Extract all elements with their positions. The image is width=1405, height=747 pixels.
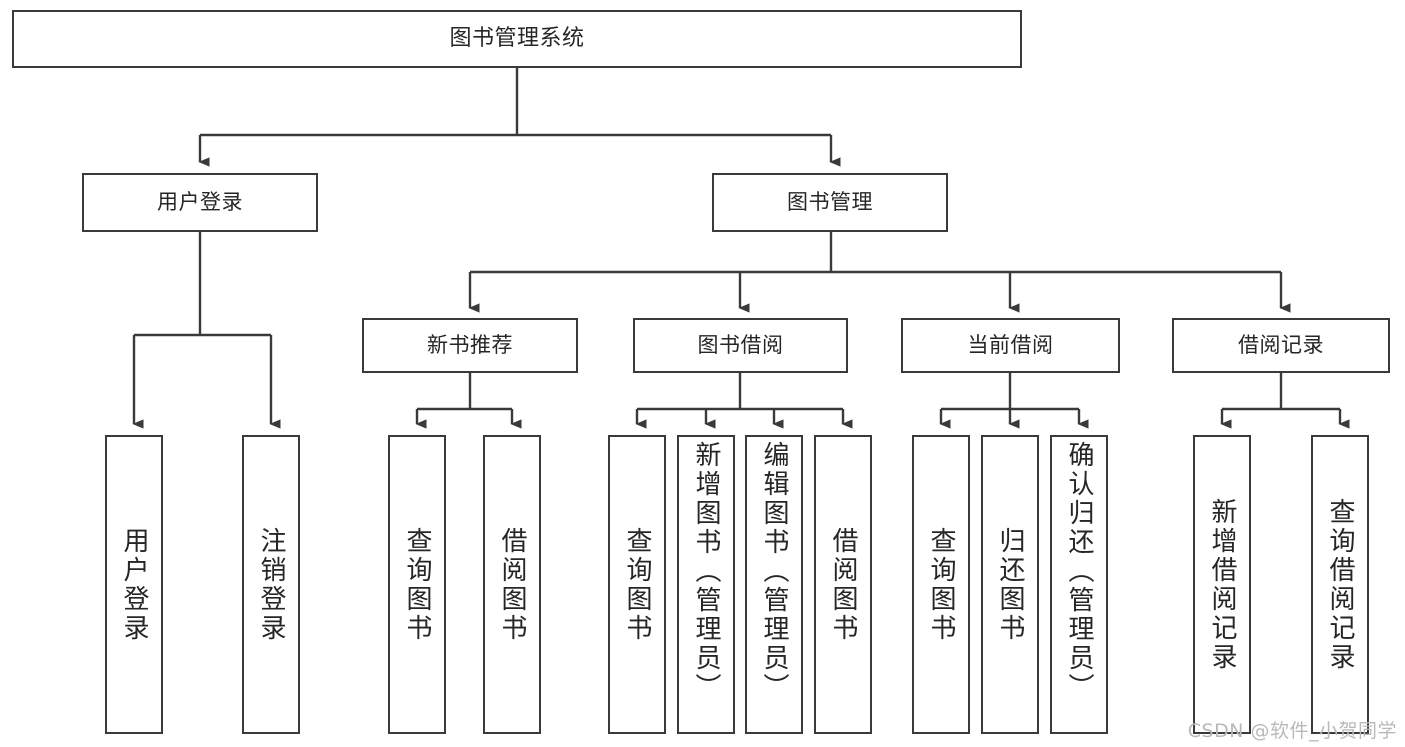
node-leaf-rec-borrow-book[interactable]: 借阅图书 [483,435,541,734]
node-leaf-rec-query-record[interactable]: 查询借阅记录 [1311,435,1369,734]
node-leaf-borrow-borrow-book-label: 借阅图书 [828,526,858,643]
node-root[interactable]: 图书管理系统 [12,10,1022,68]
node-book-manage[interactable]: 图书管理 [712,173,948,232]
node-leaf-cur-query-book-label: 查询图书 [926,526,956,643]
node-new-book-rec-label: 新书推荐 [427,333,513,358]
node-leaf-user-login-label: 用户登录 [119,526,149,643]
node-leaf-borrow-edit-book[interactable]: 编辑图书（管理员） [745,435,803,734]
node-book-manage-label: 图书管理 [787,190,873,215]
node-leaf-borrow-edit-book-label: 编辑图书（管理员） [759,441,789,702]
node-leaf-borrow-query-book-label: 查询图书 [622,526,652,643]
node-leaf-cur-query-book[interactable]: 查询图书 [912,435,970,734]
node-leaf-user-logout[interactable]: 注销登录 [242,435,300,734]
node-book-borrow[interactable]: 图书借阅 [633,318,848,373]
node-leaf-rec-query-record-label: 查询借阅记录 [1325,497,1355,672]
node-leaf-user-logout-label: 注销登录 [256,526,286,643]
node-leaf-user-login[interactable]: 用户登录 [105,435,163,734]
node-leaf-rec-add-record-label: 新增借阅记录 [1207,497,1237,672]
node-leaf-rec-add-record[interactable]: 新增借阅记录 [1193,435,1251,734]
node-borrow-record-label: 借阅记录 [1238,333,1324,358]
node-leaf-cur-return-book[interactable]: 归还图书 [981,435,1039,734]
node-leaf-borrow-add-book-label: 新增图书（管理员） [691,441,721,702]
node-leaf-borrow-query-book[interactable]: 查询图书 [608,435,666,734]
node-leaf-rec-borrow-book-label: 借阅图书 [497,526,527,643]
node-leaf-rec-query-book[interactable]: 查询图书 [388,435,446,734]
node-current-borrow[interactable]: 当前借阅 [901,318,1120,373]
node-user-login[interactable]: 用户登录 [82,173,318,232]
node-leaf-borrow-borrow-book[interactable]: 借阅图书 [814,435,872,734]
node-current-borrow-label: 当前借阅 [967,333,1054,358]
node-leaf-cur-return-book-label: 归还图书 [995,526,1025,643]
node-leaf-cur-confirm-return[interactable]: 确认归还（管理员） [1050,435,1108,734]
node-leaf-borrow-add-book[interactable]: 新增图书（管理员） [677,435,735,734]
node-borrow-record[interactable]: 借阅记录 [1172,318,1390,373]
node-leaf-rec-query-book-label: 查询图书 [402,526,432,643]
node-new-book-rec[interactable]: 新书推荐 [362,318,578,373]
node-book-borrow-label: 图书借阅 [697,333,784,358]
node-leaf-cur-confirm-return-label: 确认归还（管理员） [1064,441,1094,702]
node-root-label: 图书管理系统 [449,26,585,52]
watermark-text: CSDN @软件_小贺同学 [1187,720,1397,742]
node-user-login-label: 用户登录 [157,190,243,215]
